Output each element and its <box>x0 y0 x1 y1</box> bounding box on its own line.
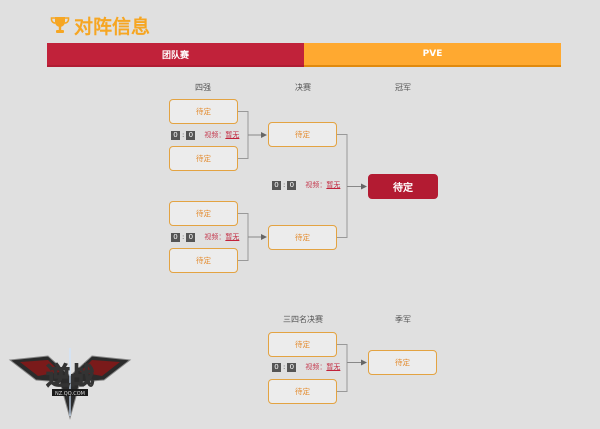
video-link[interactable]: 暂无 <box>326 363 341 371</box>
video-label: 视频： <box>204 233 226 241</box>
video-link[interactable]: 暂无 <box>225 131 240 139</box>
video-label: 视频： <box>305 181 327 189</box>
logo-subtext: NZ.QQ.COM <box>55 391 85 397</box>
connector-semi1 <box>238 111 249 159</box>
match-info-semi1: 0 : 0 视频： 暂无 <box>171 130 239 140</box>
game-logo: 逆战 NZ.QQ.COM <box>8 346 132 424</box>
trophy-icon <box>50 17 70 33</box>
score-a: 0 <box>272 362 281 372</box>
champion-slot[interactable]: 待定 <box>368 174 438 199</box>
mode-tabs: 团队赛 PVE <box>47 43 561 67</box>
tab-pve[interactable]: PVE <box>304 43 561 67</box>
team-slot-semi2-b[interactable]: 待定 <box>169 248 238 273</box>
score-b: 0 <box>287 180 297 190</box>
match-info-third: 0 : 0 视频： 暂无 <box>272 362 340 372</box>
section-title-text: 对阵信息 <box>74 15 151 38</box>
logo-text: 逆战 <box>46 362 94 390</box>
team-slot-final-a[interactable]: 待定 <box>268 122 337 147</box>
stage-label-third-place: 季军 <box>395 315 411 324</box>
match-info-final: 0 : 0 视频： 暂无 <box>272 180 340 190</box>
stage-label-final: 决赛 <box>295 83 311 92</box>
connector-third <box>337 344 348 392</box>
team-slot-third-b[interactable]: 待定 <box>268 379 337 404</box>
score-separator: : <box>182 233 185 241</box>
team-slot-semi2-a[interactable]: 待定 <box>169 201 238 226</box>
stage-label-third-place-match: 三四名决赛 <box>283 315 323 324</box>
tab-team-match[interactable]: 团队赛 <box>47 43 304 67</box>
connector-semi2 <box>238 213 249 261</box>
team-slot-semi1-b[interactable]: 待定 <box>169 146 238 171</box>
score-separator: : <box>283 181 286 189</box>
team-slot-third-a[interactable]: 待定 <box>268 332 337 357</box>
video-link[interactable]: 暂无 <box>225 233 240 241</box>
stage-label-champion: 冠军 <box>395 83 411 92</box>
match-info-semi2: 0 : 0 视频： 暂无 <box>171 232 239 242</box>
score-b: 0 <box>186 232 196 242</box>
video-label: 视频： <box>305 363 327 371</box>
score-a: 0 <box>272 180 281 190</box>
section-title: 对阵信息 <box>50 11 150 39</box>
score-separator: : <box>283 363 286 371</box>
score-separator: : <box>182 131 185 139</box>
score-b: 0 <box>287 362 297 372</box>
video-link[interactable]: 暂无 <box>326 181 341 189</box>
team-slot-semi1-a[interactable]: 待定 <box>169 99 238 124</box>
score-a: 0 <box>171 130 180 140</box>
score-a: 0 <box>171 232 180 242</box>
video-label: 视频： <box>204 131 226 139</box>
team-slot-final-b[interactable]: 待定 <box>268 225 337 250</box>
stage-label-semifinal: 四强 <box>195 83 211 92</box>
score-b: 0 <box>186 130 196 140</box>
third-place-slot[interactable]: 待定 <box>368 350 437 375</box>
